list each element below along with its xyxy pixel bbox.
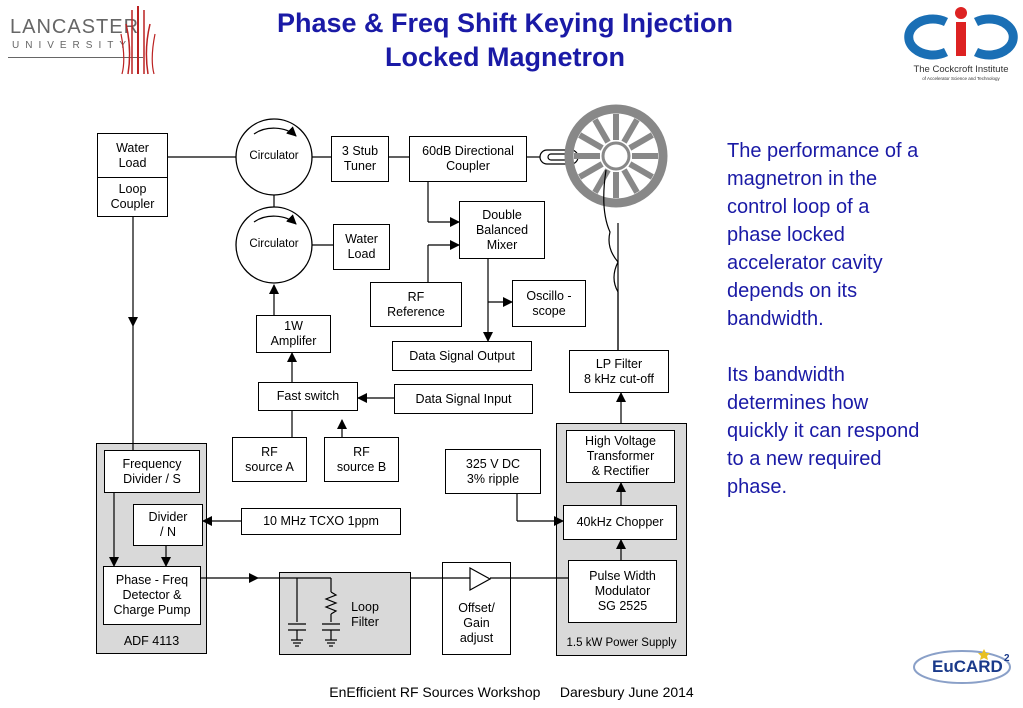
- magnetron-vane: [621, 118, 640, 144]
- amplifier-box: 1W Amplifer: [256, 315, 331, 353]
- offset-gain-box: Offset/ Gain adjust: [442, 562, 511, 655]
- magnetron-vane: [628, 132, 654, 151]
- chopper-box: 40kHz Chopper: [563, 505, 677, 540]
- oscilloscope-box: Oscillo - scope: [512, 280, 586, 327]
- mixer-box: Double Balanced Mixer: [459, 201, 545, 259]
- cockcroft-logo-line1: The Cockcroft Institute: [913, 64, 1009, 75]
- dc-supply-box: 325 V DC 3% ripple: [445, 449, 541, 494]
- lancaster-crest-icon: [120, 6, 156, 75]
- side-paragraph-1: The performance of a magnetron in the co…: [727, 140, 919, 330]
- footer: EnEfficient RF Sources Workshop Daresbur…: [329, 684, 694, 700]
- water-load-right-box: Water Load: [333, 224, 390, 270]
- magnetron-vane: [592, 118, 611, 144]
- water-load-top-box: Water Load: [97, 133, 168, 178]
- title-line-1: Phase & Freq Shift Keying Injection: [276, 8, 734, 38]
- divider-n-box: Divider / N: [133, 504, 203, 546]
- magnetron-vane: [621, 168, 640, 194]
- loop-filter-group: [279, 572, 411, 655]
- adf-label: ADF 4113: [123, 634, 180, 648]
- loop-filter-label: Loop Filter: [351, 600, 379, 629]
- data-signal-input-box: Data Signal Input: [394, 384, 533, 414]
- magnetron-icon: [564, 104, 668, 208]
- fast-switch-box: Fast switch: [258, 382, 358, 411]
- cockcroft-emblem-icon: [904, 7, 1018, 60]
- lancaster-logo-line1: LANCASTER: [10, 16, 140, 38]
- data-signal-output-box: Data Signal Output: [392, 341, 532, 371]
- side-paragraph-2: Its bandwidth determines how quickly it …: [727, 364, 920, 498]
- pfd-box: Phase - Freq Detector & Charge Pump: [103, 566, 201, 625]
- eucard-logo: EuCARD 2: [910, 645, 1020, 690]
- lp-filter-box: LP Filter 8 kHz cut-off: [569, 350, 669, 393]
- eucard-superscript: 2: [1004, 653, 1010, 664]
- side-description: The performance of a magnetron in the co…: [727, 137, 927, 529]
- eucard-text: EuCARD: [932, 657, 1003, 676]
- magnetron-vane: [578, 161, 604, 180]
- loop-coupler-box: Loop Coupler: [97, 177, 168, 217]
- stub-tuner-box: 3 Stub Tuner: [331, 136, 389, 182]
- title-line-2: Locked Magnetron: [384, 42, 626, 72]
- magnetron-vane: [578, 132, 604, 151]
- directional-coupler-box: 60dB Directional Coupler: [409, 136, 527, 182]
- logo-underline: [8, 57, 143, 58]
- hv-transformer-box: High Voltage Transformer & Rectifier: [566, 430, 675, 483]
- cockcroft-logo-line2: of Accelerator Science and Technology: [922, 76, 1000, 81]
- rf-source-b-box: RF source B: [324, 437, 399, 482]
- magnetron-vane: [628, 161, 654, 180]
- rf-source-a-box: RF source A: [232, 437, 307, 482]
- tcxo-box: 10 MHz TCXO 1ppm: [241, 508, 401, 535]
- circulator-top-label: Circulator: [249, 150, 299, 162]
- power-supply-label: 1.5 kW Power Supply: [566, 637, 677, 649]
- freq-divider-box: Frequency Divider / S: [104, 450, 200, 493]
- page-title: Phase & Freq Shift Keying Injection Lock…: [180, 6, 830, 74]
- rf-reference-box: RF Reference: [370, 282, 462, 327]
- lancaster-logo-line2: UNIVERSITY: [12, 40, 133, 51]
- cockcroft-logo: The Cockcroft Institute of Accelerator S…: [902, 4, 1020, 82]
- pwm-box: Pulse Width Modulator SG 2525: [568, 560, 677, 623]
- circulator-bottom-label: Circulator: [249, 238, 299, 250]
- lancaster-logo: LANCASTER UNIVERSITY: [8, 6, 158, 82]
- eucard-swoosh-icon: [913, 649, 1011, 684]
